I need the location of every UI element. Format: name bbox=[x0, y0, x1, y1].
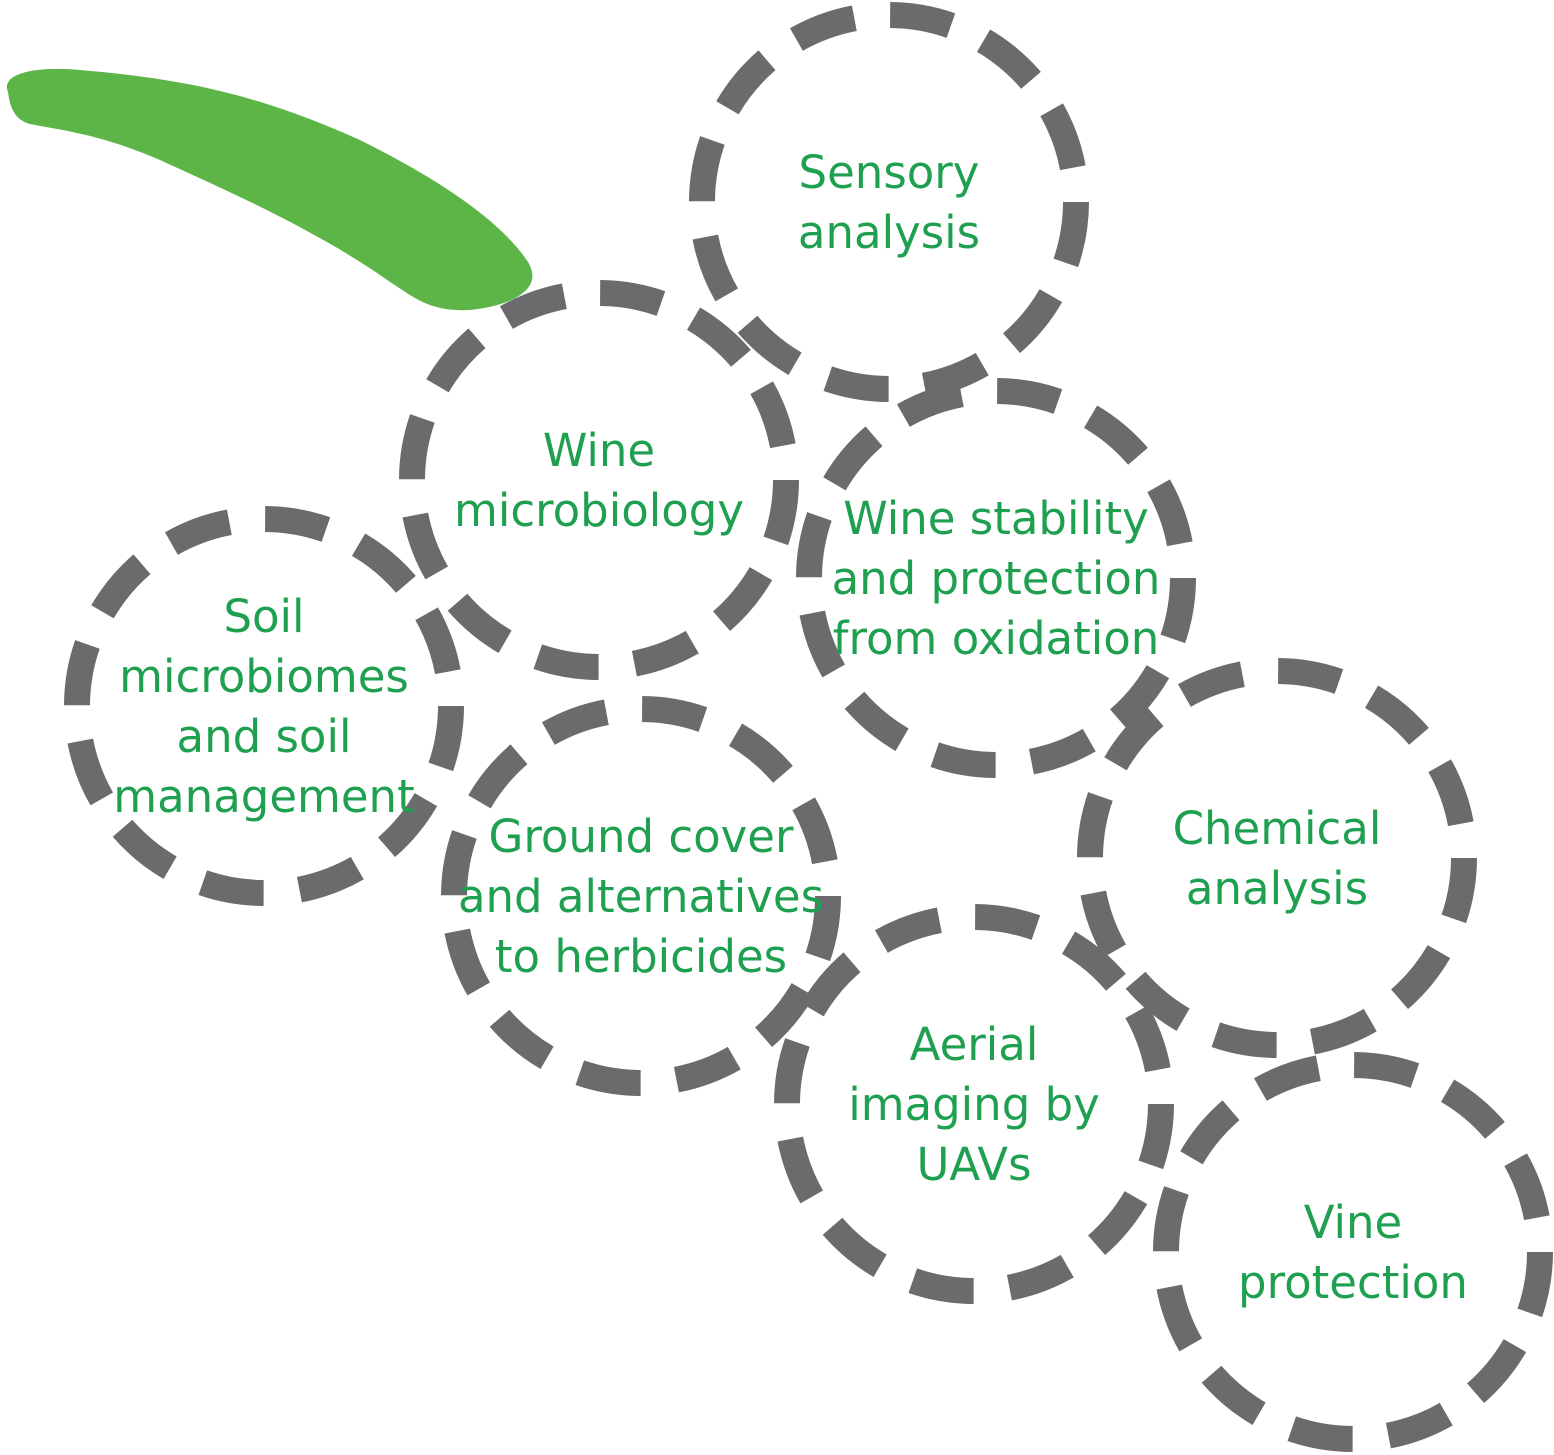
bubble-ring bbox=[399, 280, 799, 680]
bubble-label-line: Vine bbox=[1304, 1196, 1403, 1249]
bubble-label-line: analysis bbox=[798, 206, 980, 259]
bubble-vine-protection: Vine protection bbox=[1153, 1052, 1553, 1452]
bubble-ring bbox=[1153, 1052, 1553, 1452]
bubble-label-line: Chemical bbox=[1173, 802, 1382, 855]
bubble-ring bbox=[796, 378, 1196, 778]
bubble-wine-stability: Wine stability and protection from oxidati… bbox=[796, 378, 1196, 778]
bubble-label-line: Wine bbox=[543, 424, 655, 477]
bubble-label-line: from oxidation bbox=[833, 612, 1160, 665]
bubble-label-line: and soil bbox=[177, 710, 352, 763]
bubble-label-line: analysis bbox=[1186, 862, 1368, 915]
bubble-label-line: microbiology bbox=[454, 484, 744, 537]
bubble-label-line: imaging by bbox=[848, 1078, 1100, 1131]
bubble-soil-microbiomes: Soil microbiomes and soil management bbox=[64, 506, 464, 906]
bubble-wine-microbiology: Wine microbiology bbox=[399, 280, 799, 680]
bubble-label-line: to herbicides bbox=[495, 930, 787, 983]
bubble-chemical-analysis: Chemical analysis bbox=[1077, 658, 1477, 1058]
bubble-ground-cover: Ground cover and alternatives to herbicide… bbox=[441, 696, 841, 1096]
bubble-label-line: Sensory bbox=[799, 146, 980, 199]
bubble-label-line: Wine stability bbox=[843, 492, 1149, 545]
bubble-label-line: and alternatives bbox=[458, 870, 824, 923]
bubble-label-line: protection bbox=[1238, 1256, 1468, 1309]
bubble-label-line: Ground cover bbox=[489, 810, 794, 863]
bubble-label-line: Aerial bbox=[910, 1018, 1039, 1071]
bubble-ring bbox=[64, 506, 464, 906]
bubble-label-line: Soil bbox=[223, 590, 304, 643]
bubble-label-line: and protection bbox=[832, 552, 1161, 605]
bubble-sensory-analysis: Sensory analysis bbox=[689, 2, 1089, 402]
bubble-label-line: UAVs bbox=[916, 1138, 1031, 1191]
bubble-ring bbox=[1077, 658, 1477, 1058]
bubble-label-line: microbiomes bbox=[119, 650, 409, 703]
bubble-ring bbox=[689, 2, 1089, 402]
bubble-aerial-imaging: Aerial imaging by UAVs bbox=[774, 904, 1174, 1304]
bubble-label-line: management bbox=[113, 770, 414, 823]
bubble-ring bbox=[441, 696, 841, 1096]
grape-stem-icon bbox=[6, 68, 533, 311]
bubble-ring bbox=[774, 904, 1174, 1304]
